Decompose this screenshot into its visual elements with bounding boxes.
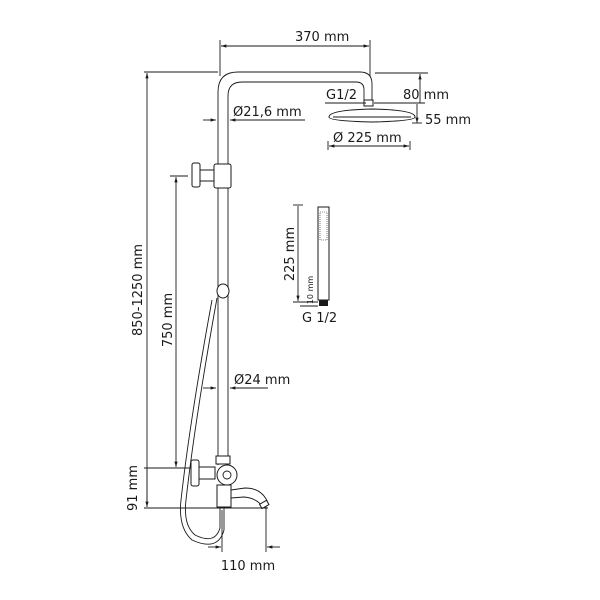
head-height-label: 55 mm [425,113,471,128]
head-thread-label: G1/2 [326,88,357,103]
arm-length-label: 370 mm [295,30,349,45]
mixer-knob [190,459,200,487]
hand-shower [317,206,330,306]
spout-length-label: 110 mm [221,559,275,574]
valve-knob [191,162,201,188]
dimension-lines [144,40,428,552]
head-diameter-label: Ø 225 mm [333,131,402,146]
rain-shower-head [328,108,416,123]
slider-holder [216,283,230,299]
holder-height-label: 750 mm [161,293,176,347]
total-height-label: 850-1250 mm [131,244,146,336]
lower-pipe-diameter-label: Ø24 mm [234,373,290,388]
diverter-valve [191,162,232,189]
bath-mixer [190,455,270,510]
mixer-height-label: 91 mm [126,465,141,511]
spout [230,487,269,504]
hand-shower-length-label: 225 mm [283,227,298,281]
shower-column [217,71,416,465]
head-offset-label: 80 mm [403,88,449,103]
hand-shower-connector-label: 10 mm [306,276,315,305]
upper-pipe-diameter-label: Ø21,6 mm [233,105,302,120]
shower-hose [184,297,221,540]
hand-shower-thread-label: G 1/2 [302,311,337,326]
